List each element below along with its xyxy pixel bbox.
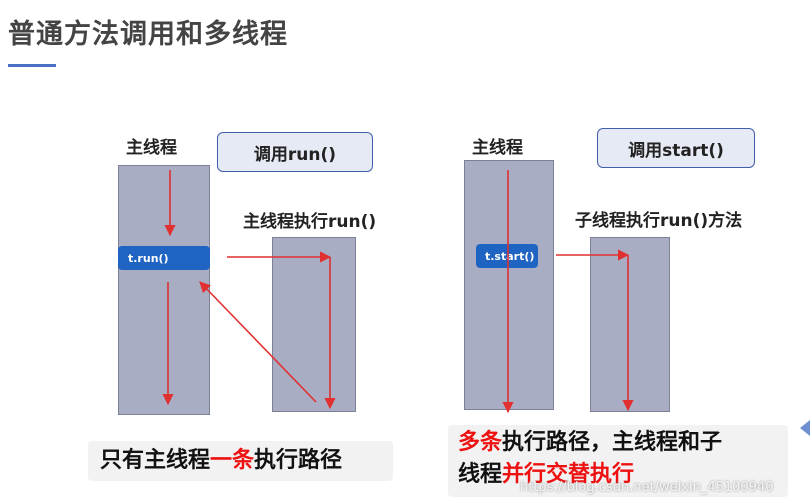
left-summary-part1: 只有主线程 — [100, 448, 211, 473]
right-call-start-callout: 调用start() — [597, 128, 755, 168]
right-summary-part1: 执行路径，主线程和子 — [502, 430, 723, 455]
left-main-thread-label: 主线程 — [126, 138, 177, 158]
right-summary-line2: 线程并行交替执行 — [458, 459, 788, 491]
left-return-arrow — [199, 281, 317, 403]
left-summary-highlight: 一条 — [210, 448, 255, 473]
title-underline — [8, 64, 56, 67]
left-run-method-bar — [272, 237, 356, 412]
left-main-thread-bar — [118, 165, 210, 415]
right-child-runs-run-label: 子线程执行run()方法 — [575, 211, 743, 231]
left-summary: 只有主线程一条执行路径 — [88, 441, 393, 481]
right-summary: 多条执行路径，主线程和子 线程并行交替执行 — [448, 425, 788, 497]
right-main-thread-label: 主线程 — [472, 138, 523, 158]
right-t-start-pill: t.start() — [476, 244, 538, 268]
watermark: https://blog.csdn.net/weixin_45100940 — [520, 480, 774, 495]
right-main-thread-bar — [464, 160, 554, 410]
left-main-runs-run-label: 主线程执行run() — [243, 212, 377, 232]
left-call-run-callout: 调用run() — [217, 132, 373, 172]
right-summary-highlight2: 并行交替执行 — [502, 462, 635, 487]
right-summary-highlight1: 多条 — [458, 430, 503, 455]
left-t-run-pill: t.run() — [118, 246, 210, 270]
left-summary-part2: 执行路径 — [254, 448, 343, 473]
right-child-thread-bar — [590, 237, 670, 412]
right-summary-part2: 线程 — [458, 462, 503, 487]
edge-marker — [800, 420, 810, 436]
right-summary-line1: 多条执行路径，主线程和子 — [458, 427, 788, 459]
page-title: 普通方法调用和多线程 — [8, 19, 288, 50]
